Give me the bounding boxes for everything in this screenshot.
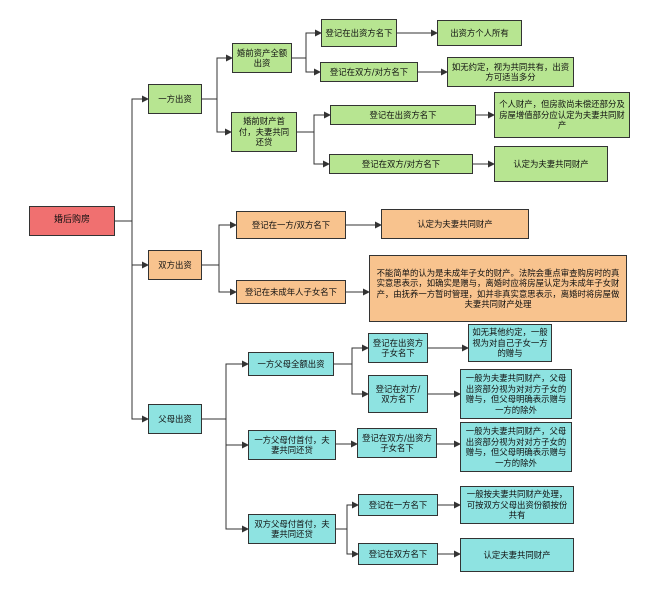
node-p-both-reg-one-result: 一般按夫妻共同财产处理，可按双方父母出资份额按份共有 [460, 486, 574, 524]
branch-one-party-funding: 一方出资 [148, 84, 202, 114]
root-node: 婚后购房 [29, 206, 115, 236]
connector-line [336, 501, 359, 530]
connector-line [202, 221, 237, 266]
node-p-both-reg-both: 登记在双方名下 [358, 543, 438, 565]
node-p-down-reg: 登记在双方/出资方子女名下 [357, 428, 437, 458]
node-q1-reg-both: 登记在双方/对方名下 [320, 62, 418, 82]
node-q1-reg-both-result: 如无约定，视为共同共有，出资方可适当多分 [447, 57, 574, 87]
connector-line [202, 418, 249, 533]
branch-both-parties-funding: 双方出资 [148, 250, 202, 280]
node-q1-reg-self: 登记在出资方名下 [321, 19, 397, 47]
connector-line [336, 528, 359, 558]
connector-line [334, 363, 369, 398]
node-p-both: 双方父母付首付，夫妻共同还贷 [248, 514, 336, 544]
node-q2-reg-both-result: 认定为夫妻共同财产 [494, 146, 608, 182]
branch-parents-funding: 父母出资 [148, 404, 202, 434]
node-p-full: 一方父母全额出资 [248, 352, 334, 376]
connector-line [115, 220, 149, 423]
connector-line [292, 29, 322, 59]
node-s-reg-minor: 登记在未成年人子女名下 [236, 280, 346, 304]
node-premarital-full: 婚前资产全额出资 [232, 43, 292, 73]
node-p-full-reg-other-result: 一般为夫妻共同财产，父母出资部分视为对对方子女的赠与，但父母明确表示赠与一方的除… [460, 369, 572, 419]
node-q1-reg-self-result: 出资方个人所有 [437, 20, 522, 46]
node-p-both-reg-one: 登记在一方名下 [358, 494, 438, 516]
connector-line [202, 264, 237, 296]
node-q2-reg-both: 登记在双方/对方名下 [329, 154, 473, 174]
node-p-downpayment: 一方父母付首付，夫妻共同还贷 [248, 430, 336, 460]
connector-line [115, 95, 149, 222]
node-p-full-reg-child-result: 如无其他约定，一般视为对自己子女一方的赠与 [468, 324, 552, 362]
connector-line [334, 344, 369, 365]
connector-line [202, 98, 232, 136]
connector-line [202, 54, 233, 100]
node-q2-reg-self: 登记在出资方名下 [330, 105, 476, 125]
connector-line [292, 57, 321, 76]
node-s-reg-either: 登记在一方/双方名下 [236, 211, 346, 239]
connector-line [297, 111, 331, 133]
node-p-down-reg-result: 一般为夫妻共同财产，父母出资部分视为对对方子女的赠与，但父母明确表示赠与一方的除… [460, 422, 572, 472]
connector-line [297, 131, 330, 168]
connector-line [202, 418, 249, 449]
connector-line [202, 360, 249, 420]
node-p-full-reg-other: 登记在对方/双方名下 [368, 375, 428, 413]
node-s-reg-minor-result: 不能简单的认为是未成年子女的财产。法院会重点审查购房时的真实意思表示，如确实是赠… [369, 255, 627, 322]
node-q2-reg-self-result: 个人财产，但房款尚未偿还部分及房屋增值部分应认定为夫妻共同财产 [494, 92, 630, 138]
node-p-both-reg-both-result: 认定夫妻共同财产 [460, 538, 574, 572]
node-p-full-reg-child: 登记在出资方子女名下 [368, 333, 428, 363]
node-s-reg-either-result: 认定为夫妻共同财产 [381, 209, 529, 239]
node-premarital-downpayment: 婚前财产首付，夫妻共同还贷 [231, 112, 297, 152]
